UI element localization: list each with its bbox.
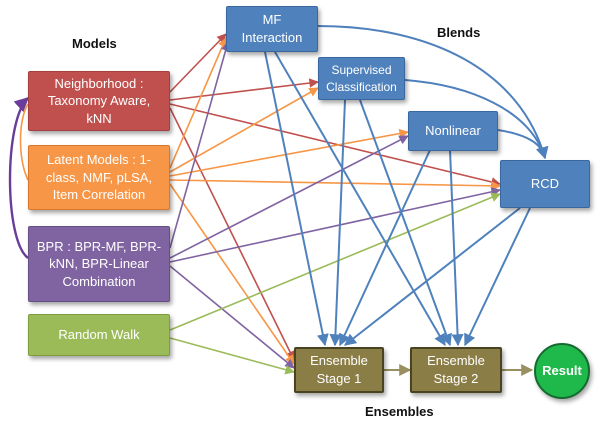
bpr-edges xyxy=(169,41,501,369)
node-nonlinear: Nonlinear xyxy=(408,111,498,151)
node-mf-interaction: MF Interaction xyxy=(226,6,318,52)
edge-rcd-stage1 xyxy=(344,207,521,346)
edge-latent-rcd xyxy=(169,179,501,191)
edge-bpr-nonlinear xyxy=(169,135,409,259)
edge-nonlinear-rcd xyxy=(497,129,549,160)
node-ensemble-stage2-label: Ensemble Stage 2 xyxy=(427,353,485,386)
node-neighborhood: Neighborhood : Taxonomy Aware, kNN xyxy=(28,71,170,131)
edge-latent-stage1 xyxy=(169,183,295,365)
edge-supervised-rcd xyxy=(404,79,548,160)
edge-latent-mf xyxy=(169,37,227,169)
node-latent-label: Latent Models : 1- class, NMF, pLSA, Ite… xyxy=(45,152,153,203)
heading-ensembles: Ensembles xyxy=(365,404,434,419)
node-supervised-label: Supervised Classification xyxy=(326,63,397,94)
node-result-label: Result xyxy=(542,363,582,379)
edge-neighborhood-rcd xyxy=(169,103,501,187)
node-mf-interaction-label: MF Interaction xyxy=(241,12,303,45)
node-bpr-label: BPR : BPR-MF, BPR- kNN, BPR-Linear Combi… xyxy=(36,238,162,289)
node-neighborhood-label: Neighborhood : Taxonomy Aware, kNN xyxy=(47,75,151,126)
node-bpr: BPR : BPR-MF, BPR- kNN, BPR-Linear Combi… xyxy=(28,226,170,302)
node-rcd-label: RCD xyxy=(530,176,560,192)
edge-neighborhood-supervised xyxy=(169,78,319,101)
edge-latent-supervised xyxy=(169,87,319,173)
random-walk-edges xyxy=(169,192,501,375)
node-random-walk: Random Walk xyxy=(28,314,170,356)
node-random-walk-label: Random Walk xyxy=(58,327,140,343)
edge-nonlinear-stage1 xyxy=(339,149,431,347)
edge-latent-nonlinear xyxy=(169,128,409,177)
node-nonlinear-label: Nonlinear xyxy=(425,123,481,139)
bpr-feedback-arc xyxy=(8,97,30,259)
node-ensemble-stage1-label: Ensemble Stage 1 xyxy=(310,353,368,386)
node-supervised: Supervised Classification xyxy=(318,57,405,100)
node-rcd: RCD xyxy=(500,160,590,208)
edge-rcd-stage2 xyxy=(464,207,531,347)
edge-bpr-rcd xyxy=(169,187,501,263)
edge-supervised-stage2 xyxy=(359,99,452,347)
edge-random-walk-stage1 xyxy=(169,337,295,375)
heading-models: Models xyxy=(72,36,117,51)
edge-mf-stage2 xyxy=(274,51,446,347)
heading-blends: Blends xyxy=(437,25,481,40)
latent-feedback-arc xyxy=(19,103,29,181)
node-ensemble-stage1: Ensemble Stage 1 xyxy=(294,347,384,393)
edge-mf-stage1 xyxy=(264,51,329,347)
edge-neighborhood-mf xyxy=(169,33,227,93)
edge-neighborhood-stage1 xyxy=(169,107,295,361)
node-result: Result xyxy=(534,343,590,399)
edge-bpr-stage1 xyxy=(169,265,295,369)
edge-bpr-mf xyxy=(169,41,231,249)
node-latent: Latent Models : 1- class, NMF, pLSA, Ite… xyxy=(28,145,170,210)
edge-random-walk-rcd xyxy=(169,192,501,331)
node-ensemble-stage2: Ensemble Stage 2 xyxy=(410,347,502,393)
edge-supervised-stage1 xyxy=(329,99,346,347)
edge-nonlinear-stage2 xyxy=(449,149,464,347)
edge-mf-rcd xyxy=(317,25,548,160)
blend-edges xyxy=(264,25,549,347)
